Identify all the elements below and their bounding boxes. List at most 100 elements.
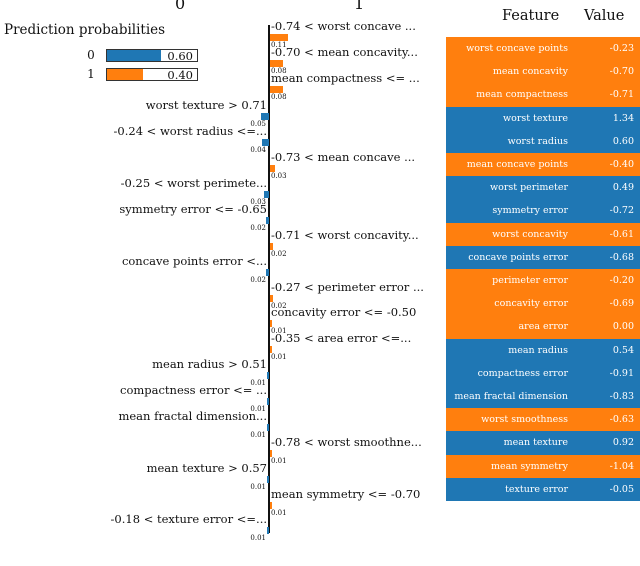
table-feature-cell: mean texture	[503, 437, 568, 449]
contribution-label: mean compactness <= ...	[271, 71, 420, 85]
table-value-cell: 0.49	[612, 182, 634, 194]
prediction-bar-frame: 0.40	[106, 68, 198, 82]
prediction-class-label: 1	[87, 67, 95, 81]
table-value-cell: -1.04	[609, 460, 634, 472]
contribution-label: concavity error <= -0.50	[271, 305, 417, 319]
table-row: mean compactness -0.71	[446, 83, 640, 107]
contribution-value: 0.01	[271, 327, 287, 335]
table-header-value: Value	[584, 8, 625, 24]
contribution-bar	[267, 424, 269, 431]
contribution-value: 0.01	[271, 353, 287, 361]
contribution-value: 0.01	[250, 483, 266, 491]
contribution-label: -0.70 < mean concavity...	[271, 45, 418, 59]
contribution-label: -0.24 < worst radius <=...	[113, 124, 267, 138]
table-value-cell: -0.20	[609, 275, 634, 287]
table-feature-cell: area error	[518, 321, 568, 333]
contribution-bar	[270, 346, 272, 353]
contribution-bar	[270, 165, 275, 172]
table-value-cell: -0.69	[609, 298, 634, 310]
contribution-bar	[270, 295, 274, 302]
contribution-bar	[262, 139, 269, 146]
table-feature-cell: worst concave points	[466, 43, 568, 55]
contribution-label: concave points error <...	[121, 254, 267, 268]
table-feature-cell: concavity error	[494, 298, 568, 310]
table-row: concave points error -0.68	[446, 245, 640, 269]
contribution-value: 0.01	[271, 509, 287, 517]
contribution-label: symmetry error <= -0.65	[119, 202, 267, 216]
contribution-bar	[270, 320, 272, 327]
table-row: texture error-0.05	[446, 477, 640, 501]
table-feature-cell: mean compactness	[476, 89, 568, 101]
contribution-bar	[264, 191, 269, 198]
table-row: area error 0.00	[446, 315, 640, 339]
prediction-bar-fill	[107, 50, 161, 61]
table-value-cell: 1.34	[612, 112, 634, 124]
table-feature-cell: mean fractal dimension	[454, 391, 568, 403]
contribution-value: 0.01	[250, 431, 266, 439]
contribution-label: -0.25 < worst perimete...	[120, 176, 267, 190]
table-row: mean concave points-0.40	[446, 153, 640, 177]
contribution-bar	[270, 450, 272, 457]
contribution-bar	[265, 217, 269, 224]
table-feature-cell: concave points error	[468, 251, 568, 263]
table-row: worst smoothness-0.63	[446, 408, 640, 432]
contribution-label: mean fractal dimension...	[118, 409, 267, 423]
table-feature-cell: mean radius	[508, 344, 568, 356]
prediction-value: 0.40	[167, 68, 193, 82]
table-row: worst texture 1.34	[446, 106, 640, 130]
contribution-value: 0.02	[250, 224, 266, 232]
table-row: mean symmetry -1.04	[446, 454, 640, 478]
table-value-cell: 0.00	[612, 321, 634, 333]
contribution-value: 0.03	[250, 198, 266, 206]
table-feature-cell: mean symmetry	[490, 460, 568, 472]
table-row: mean fractal dimension-0.83	[446, 385, 640, 409]
contribution-value: 0.01	[250, 405, 266, 413]
table-feature-cell: symmetry error	[492, 205, 568, 217]
table-feature-cell: texture error	[505, 483, 568, 495]
prediction-bar-fill	[107, 69, 143, 80]
contribution-label: mean symmetry <= -0.70	[271, 487, 421, 501]
table-feature-cell: worst smoothness	[481, 414, 568, 426]
table-feature-cell: perimeter error	[492, 275, 568, 287]
contribution-bar	[270, 502, 272, 509]
contribution-value: 0.11	[271, 41, 287, 49]
contribution-label: -0.71 < worst concavity...	[271, 228, 419, 242]
chart-axis-line	[268, 25, 270, 533]
contribution-bar	[267, 527, 269, 534]
contribution-value: 0.01	[250, 534, 266, 542]
contribution-bar	[267, 372, 269, 379]
table-feature-cell: mean concavity	[492, 66, 568, 78]
table-feature-cell: worst radius	[507, 135, 568, 147]
table-row: mean concavity-0.70	[446, 60, 640, 84]
table-value-cell: -0.23	[609, 43, 634, 55]
prediction-value: 0.60	[167, 49, 193, 63]
table-row: worst concavity -0.61	[446, 222, 640, 246]
table-value-cell: -0.91	[609, 367, 634, 379]
table-value-cell: -0.71	[609, 89, 634, 101]
contribution-value: 0.08	[271, 67, 287, 75]
class-0-header: 0	[175, 0, 186, 13]
table-feature-cell: worst perimeter	[490, 182, 568, 194]
contribution-value: 0.03	[271, 172, 287, 180]
contribution-label: -0.73 < mean concave ...	[271, 150, 416, 164]
contribution-label: compactness error <= ...	[120, 383, 267, 397]
table-row: concavity error -0.69	[446, 292, 640, 316]
contribution-bar	[270, 34, 288, 41]
table-feature-cell: worst texture	[502, 112, 568, 124]
contribution-value: 0.05	[250, 120, 266, 128]
table-value-cell: -0.68	[609, 251, 634, 263]
table-feature-cell: worst concavity	[492, 228, 568, 240]
contribution-label: -0.18 < texture error <=...	[110, 512, 267, 526]
contribution-value: 0.01	[271, 457, 287, 465]
table-value-cell: -0.61	[609, 228, 634, 240]
contribution-bar	[270, 243, 274, 250]
table-feature-cell: mean concave points	[466, 159, 568, 171]
table-value-cell: 0.60	[612, 135, 634, 147]
contribution-bar	[270, 86, 284, 93]
table-row: compactness error-0.91	[446, 361, 640, 385]
contribution-label: -0.78 < worst smoothne...	[271, 435, 422, 449]
